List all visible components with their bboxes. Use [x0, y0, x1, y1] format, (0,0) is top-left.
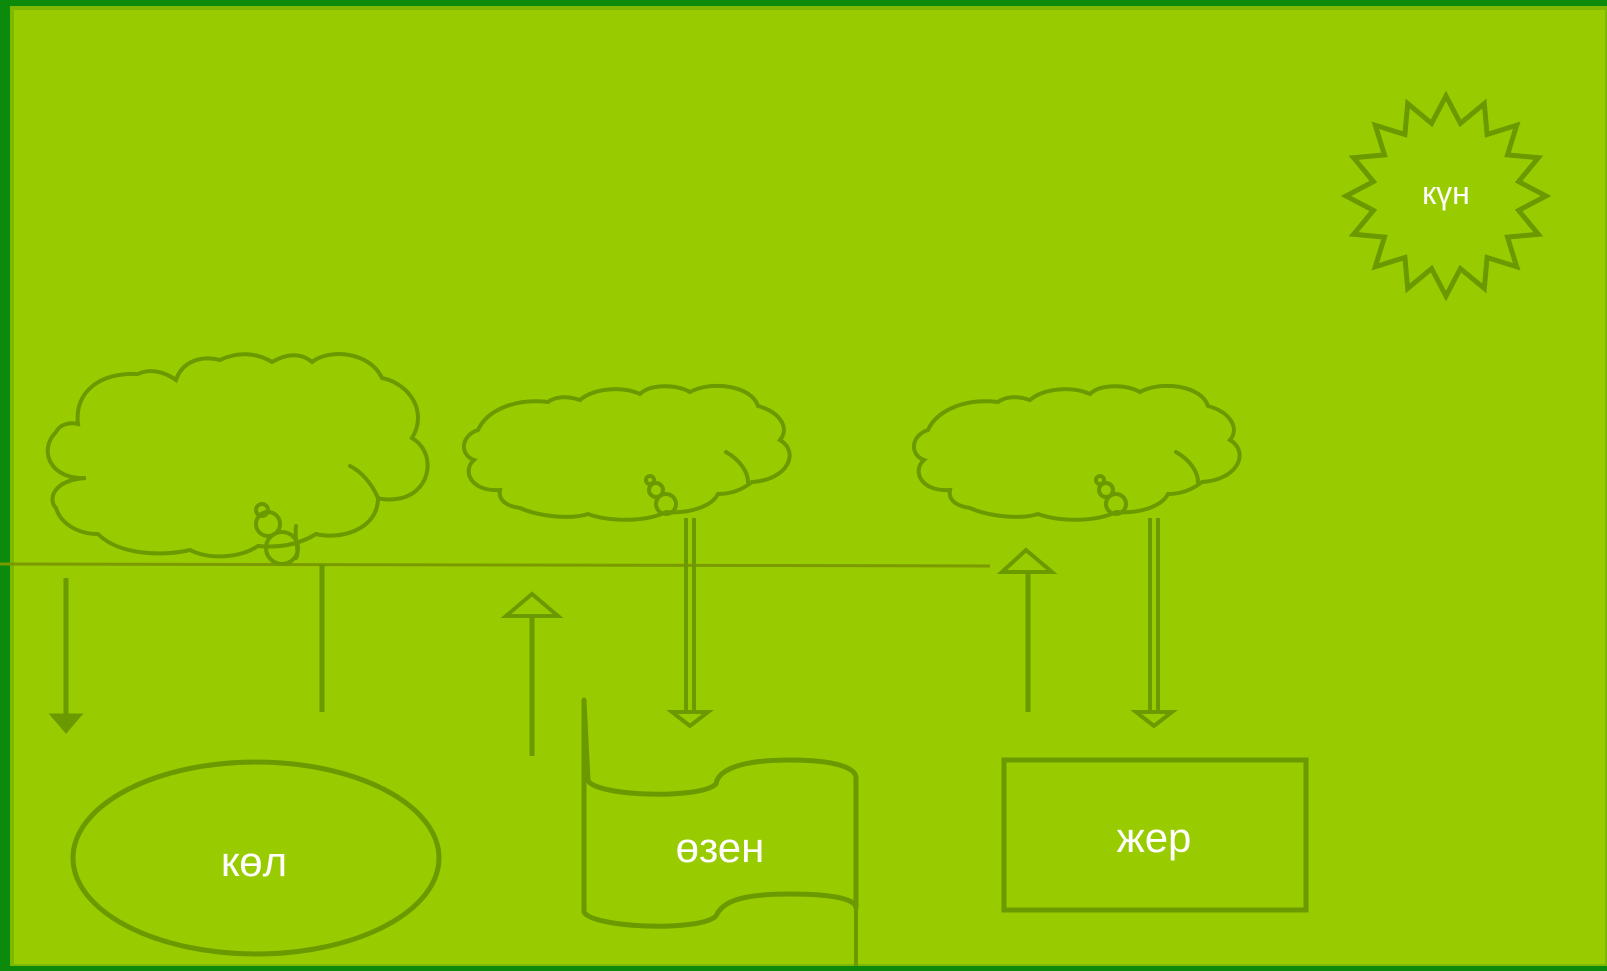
- horizon-line: [0, 562, 991, 568]
- land-rectangle: жер: [1001, 757, 1309, 913]
- cloud-icon: [462, 383, 792, 522]
- land-label: жер: [1117, 814, 1192, 861]
- arrow-up-icon: [500, 591, 564, 756]
- sun-starburst-icon: күн: [1340, 90, 1552, 302]
- arrow-up-icon: [996, 547, 1058, 712]
- sun-label: күн: [1422, 175, 1470, 211]
- lake-label: көл: [221, 838, 287, 885]
- arrow-down-icon: [666, 518, 714, 729]
- cloud-icon: [912, 383, 1242, 522]
- arrow-down-icon: [1130, 518, 1178, 729]
- cloud-icon: [45, 352, 430, 566]
- lake-ellipse: көл: [70, 759, 442, 957]
- arrow-down-icon: [48, 578, 84, 734]
- river-label: өзен: [676, 824, 765, 871]
- river-banner: өзен: [581, 697, 859, 966]
